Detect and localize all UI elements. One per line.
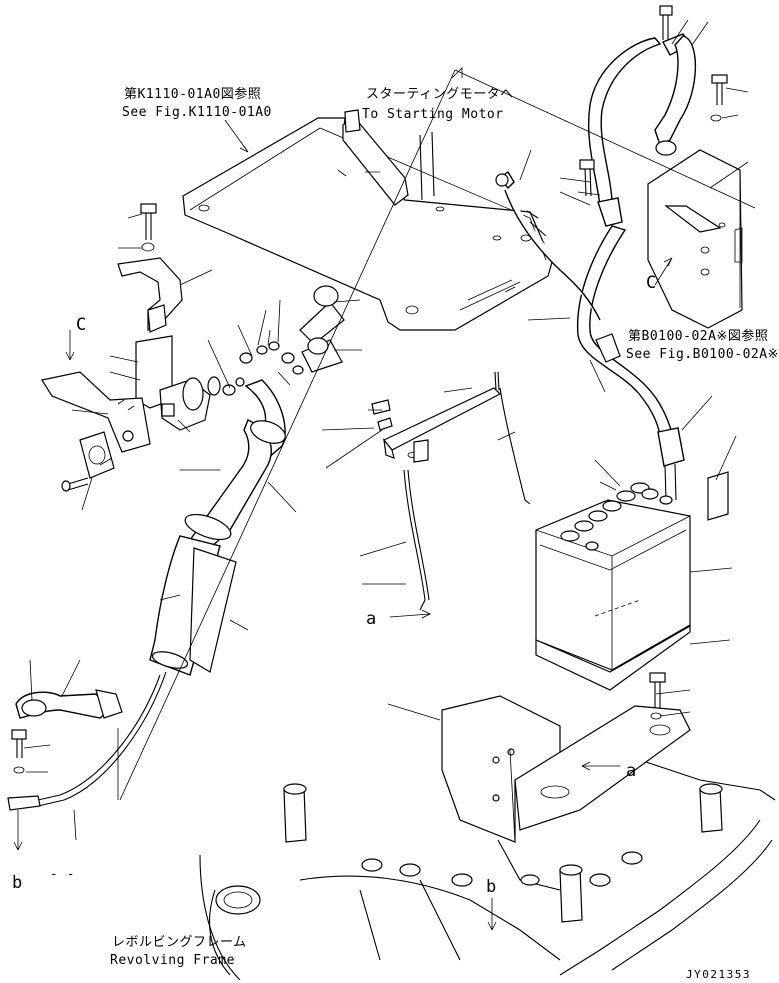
reference-labels: 第K1110-01A0図参照 See Fig.K1110-01A0 スターティン… — [110, 86, 779, 968]
drawing-code: JY021353 — [686, 968, 751, 981]
ref-k1110-en: See Fig.K1110-01A0 — [122, 105, 272, 120]
view-labels: C C a a b - - b — [12, 273, 656, 897]
ref-starter-en: To Starting Motor — [362, 107, 504, 122]
battery — [535, 471, 729, 691]
ref-k1110-jp: 第K1110-01A0図参照 — [124, 86, 261, 102]
view-label-c-right: C — [646, 273, 656, 293]
view-label-c-left: C — [76, 315, 86, 335]
ref-frame-en: Revolving Frame — [110, 953, 235, 968]
right-cable-assembly — [495, 5, 743, 501]
view-label-b-dash: - - — [50, 867, 75, 882]
battery-switch-assembly — [7, 203, 345, 811]
view-label-a-right: a — [626, 761, 636, 781]
ref-starter-jp: スターティングモータへ — [366, 87, 514, 102]
battery-caps — [560, 482, 673, 551]
ref-b0100-jp: 第B0100-02A※図参照 — [628, 328, 768, 344]
view-label-b-left: b — [12, 873, 22, 893]
battery-hold-down — [371, 371, 531, 611]
view-label-a-left: a — [366, 609, 376, 629]
ref-b0100-en: See Fig.B0100-02A※ — [626, 347, 779, 362]
ref-frame-jp: レボルビングフレーム — [112, 935, 247, 950]
view-label-b-bottom: b — [486, 877, 496, 897]
leader-lines — [13, 19, 756, 931]
revolving-frame — [199, 672, 776, 981]
top-cover-plate — [182, 109, 553, 331]
